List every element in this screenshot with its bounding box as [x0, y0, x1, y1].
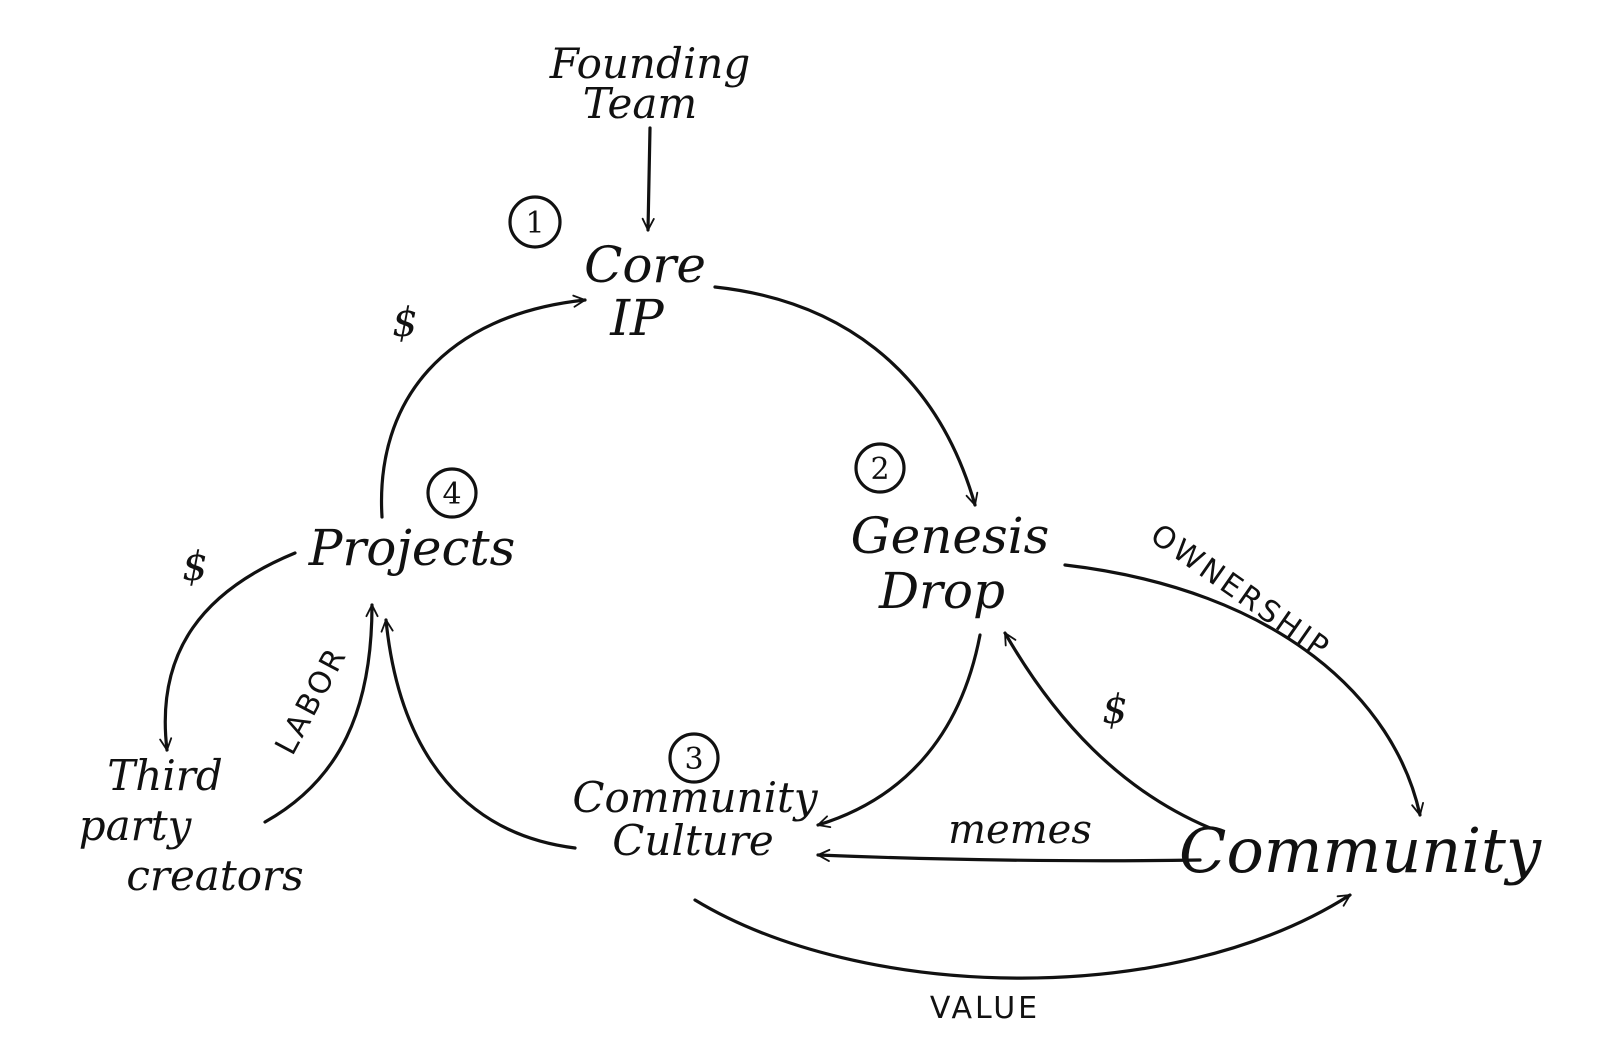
- edge-label-ownership: OWNERSHIP: [1144, 517, 1337, 667]
- node-third-party-creators: Third party creators: [79, 751, 304, 900]
- step-badge-4: 4: [426, 467, 478, 519]
- step-number-1: 1: [525, 206, 544, 241]
- edge-genesis-to-community: [1063, 563, 1424, 817]
- node-projects: Projects: [308, 519, 516, 577]
- edge-projects-to-core-ip: [379, 294, 587, 519]
- founding-team-line-1: Founding: [549, 39, 750, 88]
- edge-label-value: VALUE: [930, 991, 1040, 1026]
- edge-community-to-culture: [816, 848, 1202, 863]
- edge-label-memes: memes: [948, 807, 1092, 853]
- edge-label-projects-to-core-ip: $: [392, 300, 417, 346]
- founding-team-line-2: Team: [583, 79, 697, 128]
- step-circle: [854, 442, 906, 494]
- edge-core-ip-to-genesis-drop: [713, 285, 979, 507]
- step-number-3: 3: [684, 742, 703, 777]
- step-badge-1: 1: [508, 195, 562, 249]
- edge-projects-to-creators: [159, 551, 297, 752]
- edge-label-labor: LABOR: [269, 640, 355, 760]
- edge-community-to-genesis: [1003, 631, 1212, 830]
- node-community-culture: Community Culture: [572, 773, 818, 865]
- edge-label-community-to-genesis: $: [1102, 687, 1127, 733]
- step-circle: [426, 467, 478, 519]
- edge-genesis-to-culture: [816, 633, 982, 828]
- step-number-2: 2: [870, 452, 889, 487]
- genesis-drop-line-1: Genesis: [851, 507, 1050, 565]
- edge-founding-to-core-ip: [641, 126, 655, 232]
- edge-culture-to-community: [693, 893, 1352, 980]
- edge-label-projects-to-creators: $: [182, 544, 207, 590]
- node-core-ip: Core IP: [584, 236, 706, 347]
- step-badge-2: 2: [854, 442, 906, 494]
- core-ip-line-1: Core: [584, 236, 706, 294]
- step-circle: [508, 195, 562, 249]
- step-number-4: 4: [442, 477, 461, 512]
- creators-line-1: Third: [107, 751, 222, 800]
- node-community: Community: [1179, 814, 1542, 887]
- community-culture-line-2: Culture: [612, 816, 773, 865]
- core-ip-line-2: IP: [609, 289, 665, 347]
- community-culture-line-1: Community: [572, 773, 818, 822]
- node-founding-team: Founding Team: [549, 39, 750, 128]
- step-badge-3: 3: [668, 732, 720, 784]
- creators-line-2: party: [79, 801, 193, 850]
- step-circle: [668, 732, 720, 784]
- community-label: Community: [1179, 814, 1542, 887]
- genesis-drop-line-2: Drop: [878, 562, 1005, 620]
- edge-creators-to-projects: [263, 603, 379, 824]
- node-genesis-drop: Genesis Drop: [851, 507, 1050, 620]
- projects-label: Projects: [308, 519, 516, 577]
- edge-culture-to-projects: [380, 618, 577, 850]
- creators-line-3: creators: [126, 851, 303, 900]
